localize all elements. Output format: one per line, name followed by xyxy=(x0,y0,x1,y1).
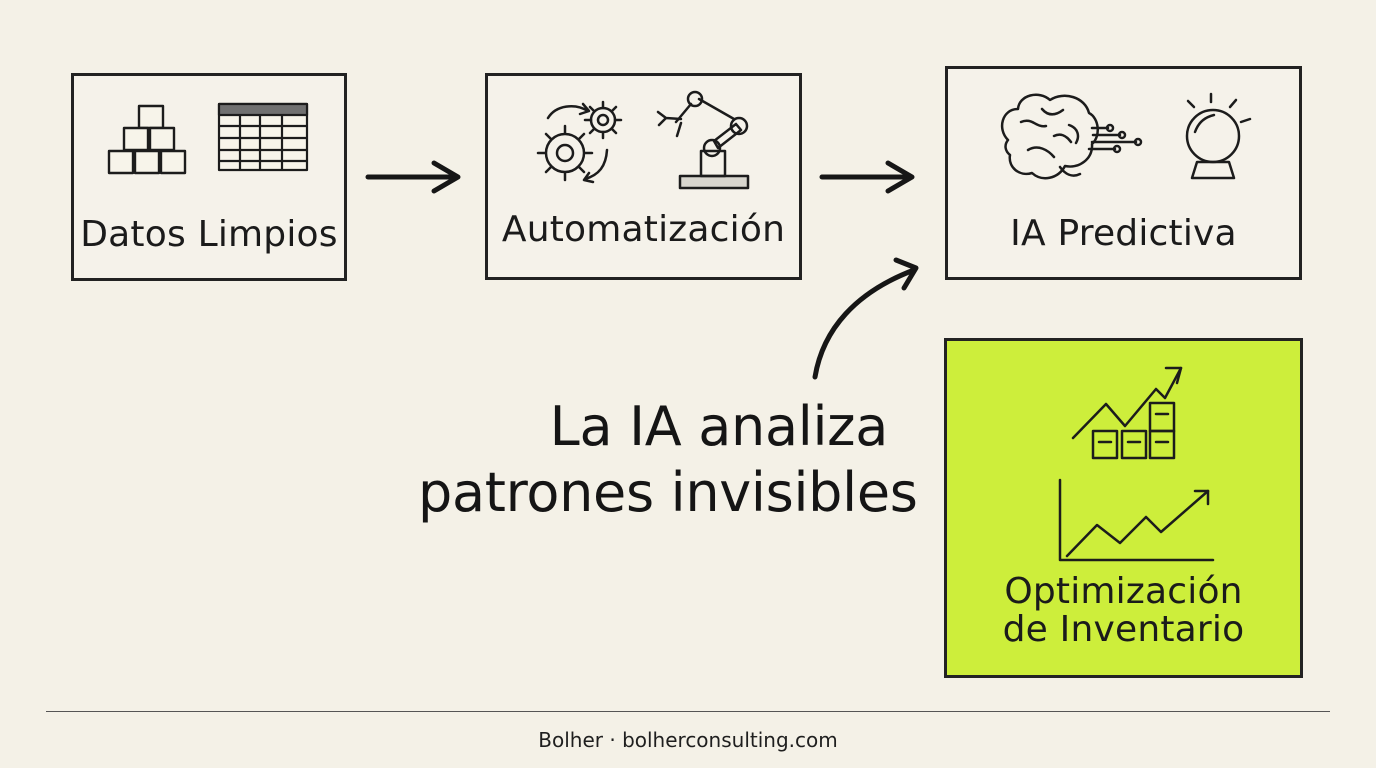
robot-arm-icon xyxy=(656,90,750,190)
spreadsheet-icon xyxy=(217,102,309,172)
node-label-line-1: Optimización xyxy=(1004,571,1243,612)
trend-chart-icon xyxy=(1058,478,1215,562)
footer-url: bolherconsulting.com xyxy=(622,728,838,752)
arrow-automatizacion-to-predictiva-head xyxy=(885,160,915,194)
footer-brand: Bolher xyxy=(538,728,603,752)
node-label: IA Predictiva xyxy=(1010,213,1237,254)
arrow-annotation-to-predictiva-head xyxy=(893,257,919,291)
crystal-ball-icon xyxy=(1185,92,1252,180)
annotation-text: La IA analiza patrones invisibles xyxy=(418,394,918,526)
node-ia-predictiva: IA Predictiva xyxy=(945,66,1302,280)
annotation-line-1: La IA analiza xyxy=(549,395,889,458)
gears-icon xyxy=(536,100,623,184)
inventory-growth-icon xyxy=(1071,366,1183,460)
node-label: Datos Limpios xyxy=(80,214,338,255)
node-datos-limpios: Datos Limpios xyxy=(71,73,347,281)
annotation-line-2: patrones invisibles xyxy=(418,460,918,524)
footer: Bolher · bolherconsulting.com xyxy=(0,728,1376,752)
brain-network-icon xyxy=(1000,93,1143,180)
arrow-datos-to-automatizacion-head xyxy=(431,160,461,194)
footer-divider xyxy=(46,711,1330,712)
footer-separator: · xyxy=(609,728,616,752)
node-label: Optimización de Inventario xyxy=(947,571,1300,651)
node-optimizacion-inventario: Optimización de Inventario xyxy=(944,338,1303,678)
cubes-icon xyxy=(107,104,187,175)
node-label-line-2: de Inventario xyxy=(1002,609,1245,651)
node-label: Automatización xyxy=(501,209,786,250)
arrow-annotation-to-predictiva xyxy=(812,267,917,380)
node-automatizacion: Automatización xyxy=(485,73,802,280)
